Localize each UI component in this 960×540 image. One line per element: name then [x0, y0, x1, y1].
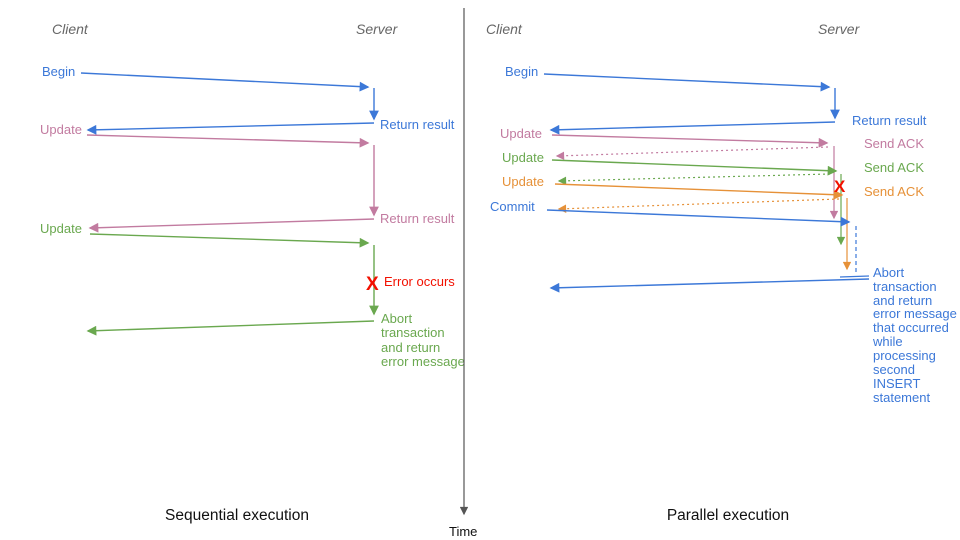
update-2-label: Update — [502, 150, 544, 165]
abort-text-line: processing — [873, 348, 936, 363]
update-1-label: Update — [500, 126, 542, 141]
abort-text-line: Abort — [381, 311, 412, 326]
commit-label: Commit — [490, 199, 535, 214]
abort-text-line: while — [872, 334, 903, 349]
abort-text-line: error message — [381, 354, 465, 369]
begin-request-arrow — [80, 72, 370, 92]
update-1-label: Update — [40, 122, 82, 137]
begin-request-arrow — [543, 73, 831, 92]
server-header: Server — [818, 21, 861, 37]
error-x-icon: X — [366, 274, 379, 295]
error-occurs-label: Error occurs — [384, 274, 455, 289]
time-axis: Time — [449, 8, 477, 539]
send-ack-1-label: Send ACK — [864, 136, 924, 151]
return-result-1-arrow — [86, 122, 375, 135]
abort-text-line: second — [873, 362, 915, 377]
update-1-request-arrow — [551, 134, 829, 148]
send-ack-3-label: Send ACK — [864, 184, 924, 199]
return-result-label: Return result — [852, 113, 927, 128]
abort-text-line: and return — [873, 293, 932, 308]
sequential-panel: Client Server Begin Return result Update… — [40, 21, 465, 524]
send-ack-2-label: Send ACK — [864, 160, 924, 175]
ack-1-dotted-arrow — [555, 146, 829, 160]
update-3-request-arrow — [554, 183, 844, 200]
return-result-2-label: Return result — [380, 211, 455, 226]
abort-text-line: INSERT — [873, 376, 920, 391]
update-2-label: Update — [40, 221, 82, 236]
ack-2-dotted-arrow — [557, 173, 831, 186]
abort-text-line: transaction — [873, 279, 937, 294]
abort-text-line: that occurred — [873, 320, 949, 335]
client-header: Client — [52, 21, 89, 37]
update-1-request-arrow — [86, 134, 370, 148]
abort-text-line: statement — [873, 390, 930, 405]
update-3-label: Update — [502, 174, 544, 189]
parallel-execution-title: Parallel execution — [667, 507, 789, 524]
error-x-icon: X — [834, 177, 846, 196]
commit-request-arrow — [546, 209, 851, 227]
ack-3-dotted-arrow — [557, 198, 840, 213]
abort-text-line: transaction — [381, 325, 445, 340]
abort-bar-line — [839, 275, 870, 278]
return-result-2-arrow — [88, 218, 375, 233]
abort-text-line: Abort — [873, 265, 904, 280]
abort-response-arrow — [549, 278, 870, 293]
abort-text-line: and return — [381, 340, 440, 355]
client-header: Client — [486, 21, 523, 37]
sequential-execution-title: Sequential execution — [165, 507, 309, 524]
update-2-request-arrow — [89, 233, 370, 248]
return-result-1-label: Return result — [380, 117, 455, 132]
return-result-arrow — [549, 121, 836, 135]
abort-response-arrow — [86, 320, 375, 336]
begin-label: Begin — [42, 64, 75, 79]
parallel-panel: Client Server Begin Return result Update… — [486, 21, 957, 524]
begin-label: Begin — [505, 64, 538, 79]
abort-text-line: error message — [873, 306, 957, 321]
time-axis-label: Time — [449, 524, 477, 539]
update-2-request-arrow — [551, 159, 838, 176]
server-header: Server — [356, 21, 399, 37]
